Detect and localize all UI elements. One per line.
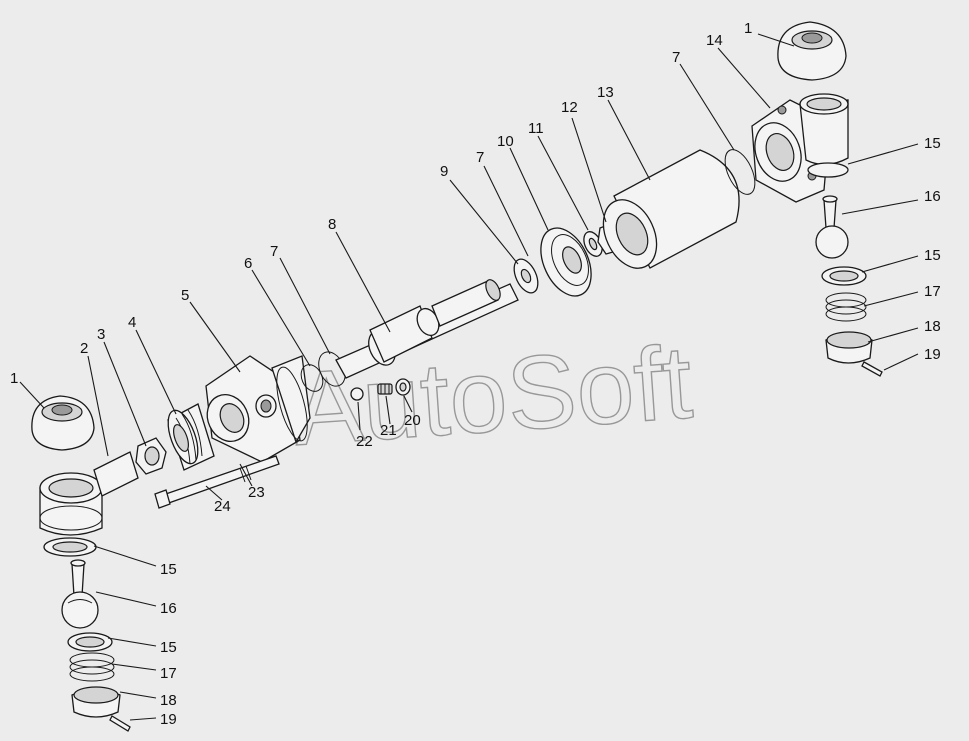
callout-10: 10	[497, 133, 514, 150]
callout-1-left: 1	[10, 370, 18, 387]
callout-18-right: 18	[924, 318, 941, 335]
cylinder-tube-13	[602, 149, 740, 269]
left-lower-seat	[67, 632, 113, 652]
callout-7-right: 7	[672, 49, 680, 66]
plug-20	[395, 378, 411, 396]
callout-15-right-upper: 15	[924, 135, 941, 152]
callout-21: 21	[380, 422, 397, 439]
seal-11	[583, 231, 603, 257]
callout-17-right: 17	[924, 283, 941, 300]
callout-7-left: 7	[270, 243, 278, 260]
callout-3: 3	[97, 326, 105, 343]
piston-rod	[335, 279, 519, 379]
callout-1-right: 1	[744, 20, 752, 37]
left-cotter-pin	[109, 715, 131, 732]
callout-15-left-lower: 15	[160, 639, 177, 656]
left-plug-cap	[71, 686, 121, 718]
right-lower-seat	[821, 266, 867, 286]
piston-10	[540, 227, 592, 297]
left-lock-nut	[135, 437, 167, 475]
adjusting-sleeve	[167, 403, 215, 471]
washer-9	[513, 258, 539, 294]
right-spring	[825, 292, 867, 322]
callout-18-left: 18	[160, 692, 177, 709]
left-ball-pin	[61, 559, 99, 629]
watermark-text: AutoSoft	[290, 324, 696, 468]
leader-lines	[19, 33, 919, 721]
callout-13: 13	[597, 84, 614, 101]
callout-24: 24	[214, 498, 231, 515]
callout-labels: 1 1 2 3 4 5 6 7 7 7 8 9 10 11 12 13 14 1…	[10, 20, 941, 728]
left-tie-rod-end-housing	[39, 451, 139, 536]
callout-9: 9	[440, 163, 448, 180]
callout-11: 11	[528, 120, 544, 137]
callout-12: 12	[561, 99, 578, 116]
callout-8: 8	[328, 216, 336, 233]
callout-16-right: 16	[924, 188, 941, 205]
callout-7-middle: 7	[476, 149, 484, 166]
callout-16-left: 16	[160, 600, 177, 617]
callout-4: 4	[128, 314, 136, 331]
callout-17-left: 17	[160, 665, 177, 682]
right-flange-housing	[751, 93, 849, 203]
callout-15-left-upper: 15	[160, 561, 177, 578]
callout-15-right-lower: 15	[924, 247, 941, 264]
left-seal-ring	[43, 537, 97, 557]
callout-5: 5	[181, 287, 189, 304]
callout-6: 6	[244, 255, 252, 272]
left-spring	[69, 652, 115, 682]
callout-23: 23	[248, 484, 265, 501]
callout-14: 14	[706, 32, 723, 49]
spring-21	[377, 383, 393, 395]
callout-19-right: 19	[924, 346, 941, 363]
callout-20: 20	[404, 412, 421, 429]
right-plug-cap	[825, 331, 873, 364]
ball-22	[350, 387, 364, 401]
o-ring-7-right	[724, 149, 756, 195]
right-ball-pin	[815, 195, 849, 259]
tie-bolt	[154, 455, 280, 509]
callout-22: 22	[356, 433, 373, 450]
cylinder-body	[205, 355, 311, 463]
right-dust-cap	[777, 21, 847, 81]
callout-2: 2	[80, 340, 88, 357]
left-dust-cap	[31, 395, 95, 451]
right-seal-ring	[807, 162, 849, 178]
callout-19-left: 19	[160, 711, 177, 728]
right-cotter-pin	[861, 361, 883, 377]
